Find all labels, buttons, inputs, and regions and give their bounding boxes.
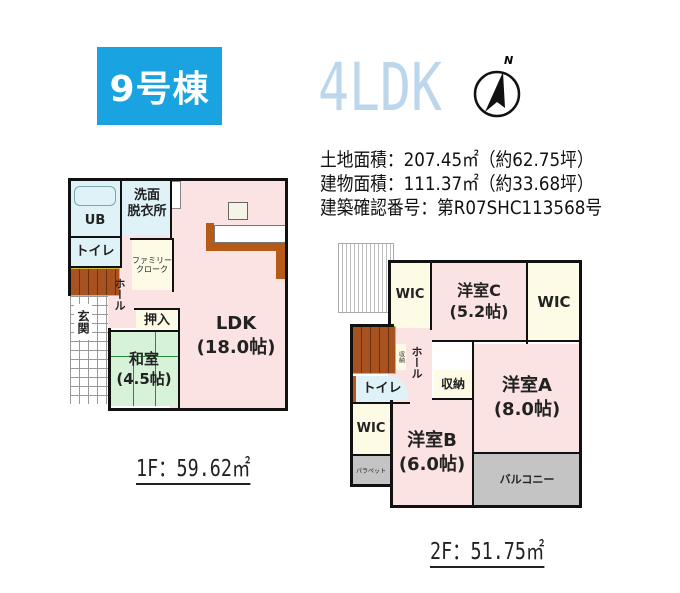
room-c-name: 洋室C <box>457 281 501 300</box>
family-closet-label-1: ファミリー <box>132 256 172 265</box>
oshiire-closet: 押入 <box>136 310 178 332</box>
staircase-1f <box>70 268 120 296</box>
family-closet-label-2: クローク <box>136 265 168 274</box>
toilet-1f: トイレ <box>70 238 120 266</box>
floor2-plan: WIC 洋室C (5.2帖) WIC 収納 ホール トイレ 収納 洋室A (8.… <box>348 260 582 508</box>
confirmation-number: 建築確認番号：第R07SHC113568号 <box>320 197 603 219</box>
storage-small: 収納 <box>396 344 406 370</box>
kitchen-range-hood-icon <box>228 202 248 220</box>
wic-2-label: WIC <box>537 293 571 311</box>
washroom-label-2: 脱衣所 <box>127 204 167 219</box>
room-c: 洋室C (5.2帖) <box>432 262 526 340</box>
toilet-label: トイレ <box>75 244 115 259</box>
hall-label-2f: ホール <box>410 345 423 379</box>
room-a: 洋室A (8.0帖) <box>474 344 580 452</box>
storage: 収納 <box>434 370 472 398</box>
balcony: バルコニー <box>474 454 580 506</box>
hall-label-1f: ホール <box>113 277 126 311</box>
floor1-plan: UB 洗面 脱衣所 トイレ ファミリー クローク ホール 玄関 押入 和室 (4… <box>66 178 288 411</box>
wic-3-label: WIC <box>356 421 386 436</box>
staircase-2f <box>352 326 396 374</box>
ldk-size: (18.0帖) <box>196 337 276 358</box>
shoe-cabinet <box>171 181 181 209</box>
room-b-name: 洋室B <box>407 430 457 451</box>
kitchen-cabinet-left <box>206 223 214 251</box>
parapet-label: パラペット <box>355 467 386 475</box>
wic-1-label: WIC <box>395 287 425 302</box>
ldk-label: LDK (18.0帖) <box>186 308 286 364</box>
wic-3: WIC <box>352 404 390 454</box>
floor2-area-label: 2F：51.75㎡ <box>430 538 545 568</box>
floor1-area-label: 1F：59.62㎡ <box>136 455 251 485</box>
washroom-label-1: 洗面 <box>133 188 160 203</box>
layout-type-label: 4LDK <box>318 49 442 126</box>
washitsu-name: 和室 <box>128 350 159 368</box>
storage-label: 収納 <box>440 377 465 391</box>
land-area: 土地面積：207.45㎡（約62.75坪） <box>320 149 594 171</box>
north-compass-icon: N <box>470 52 530 124</box>
ldk-name: LDK <box>215 313 257 334</box>
room-a-size: (8.0帖) <box>493 399 561 420</box>
oshiire-label: 押入 <box>143 313 170 328</box>
washitsu-room: 和室 (4.5帖) <box>110 332 178 406</box>
washitsu-size: (4.5帖) <box>116 370 172 388</box>
washroom: 洗面 脱衣所 <box>122 180 172 236</box>
family-closet: ファミリー クローク <box>132 240 172 290</box>
property-specs: 土地面積：207.45㎡（約62.75坪） 建物面積：111.37㎡（約33.6… <box>320 148 641 220</box>
exterior-deck <box>338 243 394 313</box>
room-a-name: 洋室A <box>502 375 552 396</box>
toilet-2f: トイレ <box>352 376 408 402</box>
kitchen-cabinet-bottom <box>206 243 276 251</box>
ub-label: UB <box>84 213 106 228</box>
kitchen-counter <box>214 225 286 243</box>
entrance-label: 玄関 <box>74 304 92 340</box>
building-number-badge: 9号棟 <box>97 47 222 125</box>
room-b-size: (6.0帖) <box>398 454 466 475</box>
room-b: 洋室B (6.0帖) <box>392 400 472 506</box>
parapet: パラペット <box>352 456 390 484</box>
toilet-2f-label: トイレ <box>362 381 402 396</box>
compass-n-label: N <box>504 54 513 67</box>
unit-bath: UB <box>70 180 120 236</box>
wic-1: WIC <box>390 262 430 328</box>
wic-2: WIC <box>528 262 580 342</box>
building-area: 建物面積：111.37㎡（約33.68坪） <box>320 173 594 195</box>
balcony-label: バルコニー <box>499 473 555 486</box>
bathtub-icon <box>74 186 116 206</box>
room-c-size: (5.2帖) <box>449 302 509 321</box>
